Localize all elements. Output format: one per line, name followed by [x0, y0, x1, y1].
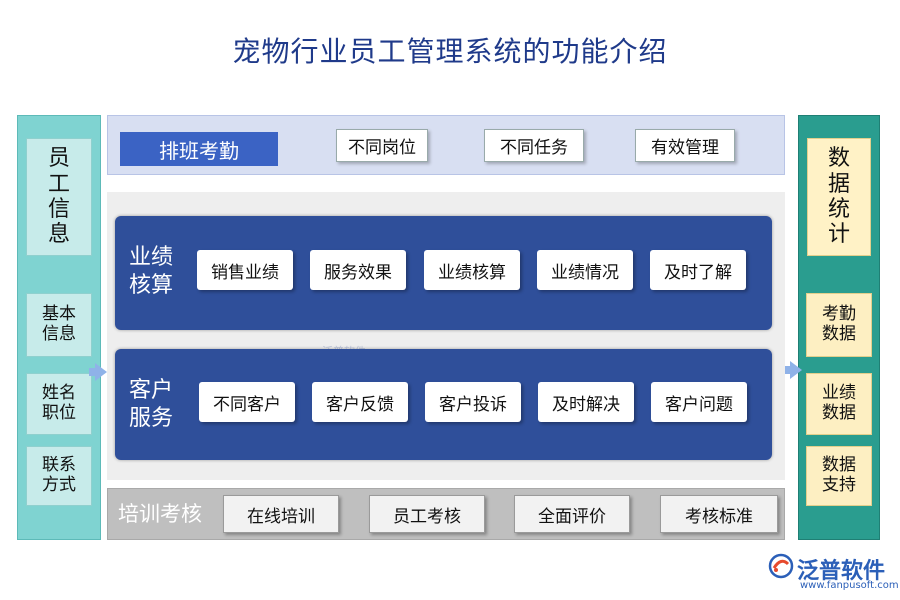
right-arrow-stem	[784, 366, 790, 374]
performance-data-box: 业绩数据	[806, 373, 872, 435]
top-chip: 不同岗位	[336, 129, 428, 162]
fanpu-logo-icon	[768, 553, 794, 579]
left-arrow-stem	[89, 368, 95, 376]
name-position-box: 姓名职位	[26, 373, 92, 435]
attendance-data-box: 考勤数据	[806, 293, 872, 357]
top-chip: 不同任务	[484, 129, 584, 162]
performance-chip: 服务效果	[310, 250, 406, 290]
training-label: 培训考核	[118, 502, 202, 526]
customer-chip: 客户反馈	[312, 382, 408, 422]
performance-chip: 业绩情况	[537, 250, 633, 290]
customer-chip: 及时解决	[538, 382, 634, 422]
training-chip: 在线培训	[223, 495, 339, 533]
customer-chip: 客户问题	[651, 382, 747, 422]
performance-chip: 及时了解	[650, 250, 746, 290]
training-chip: 全面评价	[514, 495, 630, 533]
right-arrow-icon	[95, 363, 107, 381]
performance-chip: 销售业绩	[197, 250, 293, 290]
basic-info-box: 基本信息	[26, 293, 92, 357]
data-support-box: 数据支持	[806, 446, 872, 506]
employee-info-box: 员工信息	[26, 138, 92, 256]
customer-service-label: 客户服务	[129, 378, 174, 431]
logo-name: 泛普软件	[797, 559, 886, 584]
training-chip: 员工考核	[369, 495, 485, 533]
customer-chip: 不同客户	[199, 382, 295, 422]
data-statistics-box: 数据统计	[807, 138, 871, 256]
training-chip: 考核标准	[660, 495, 778, 533]
customer-chip: 客户投诉	[425, 382, 521, 422]
page-title: 宠物行业员工管理系统的功能介绍	[232, 35, 668, 68]
performance-chip: 业绩核算	[424, 250, 520, 290]
right-arrow-icon	[790, 361, 802, 379]
scheduling-label: 排班考勤	[120, 132, 278, 166]
contact-box: 联系方式	[26, 446, 92, 506]
logo-url: www.fanpusoft.com	[800, 580, 899, 591]
top-chip: 有效管理	[635, 129, 735, 162]
performance-label: 业绩核算	[129, 245, 174, 298]
